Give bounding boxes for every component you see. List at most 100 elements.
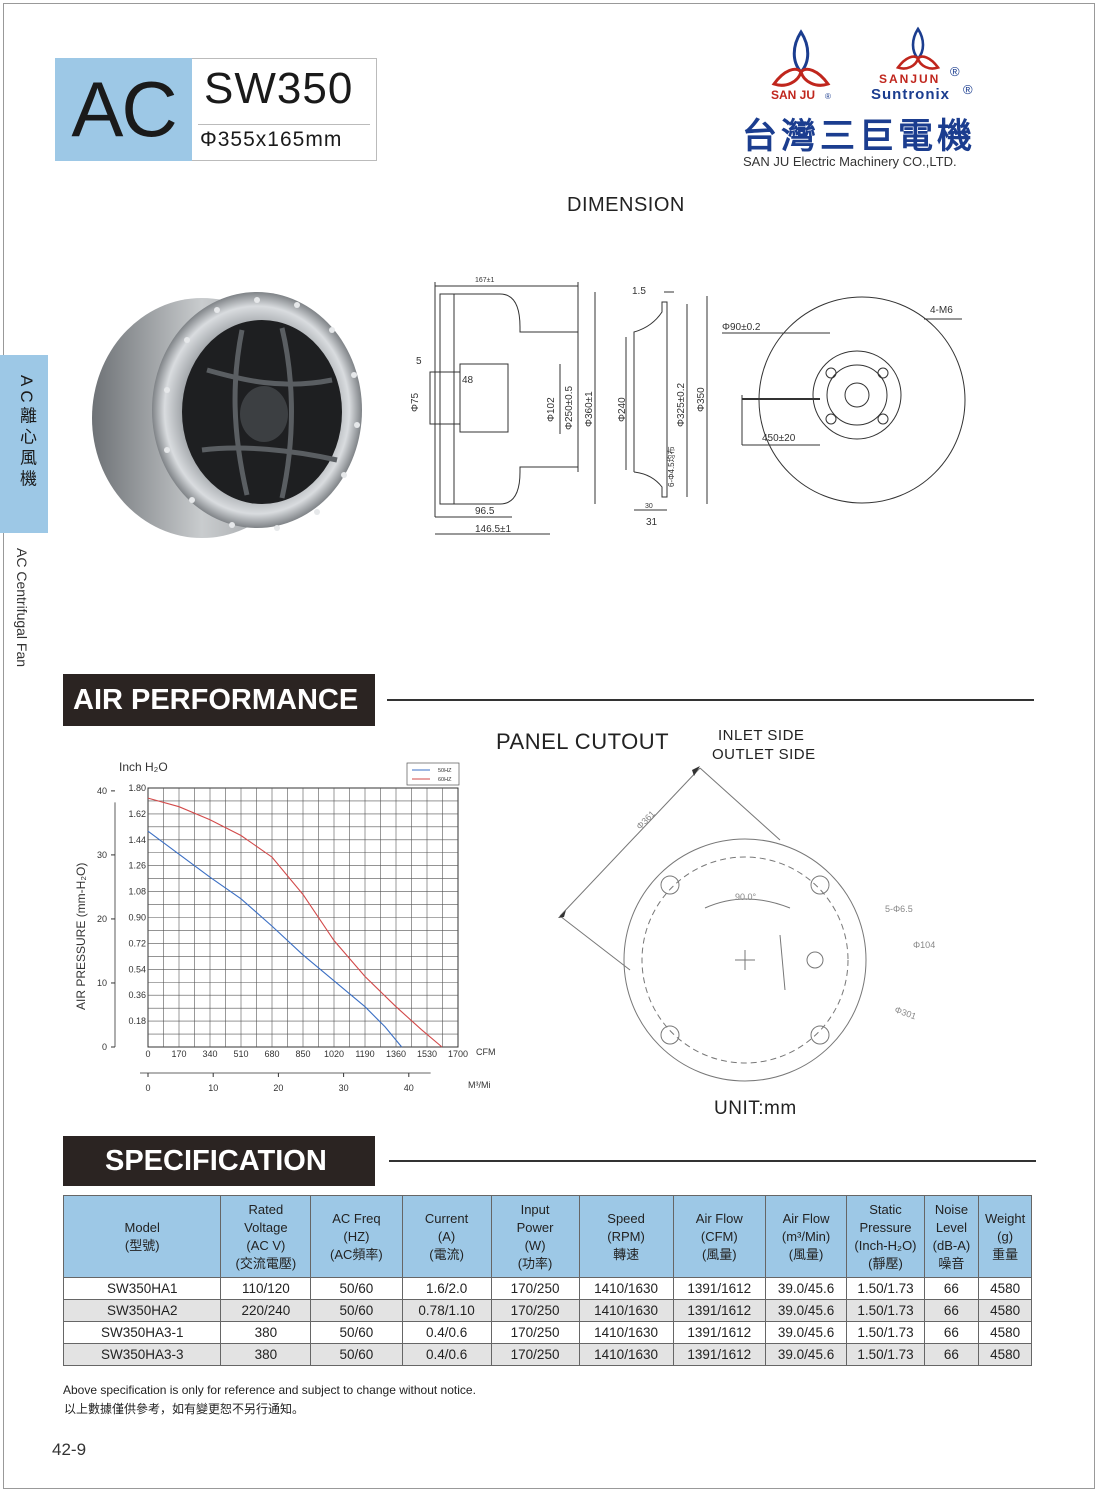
dim-label: 30	[645, 503, 653, 510]
chart-ylabel-secondary: Inch H₂O	[119, 760, 168, 774]
table-cell: 4580	[978, 1277, 1032, 1300]
table-header-cell: Weight(g)重量	[978, 1195, 1032, 1278]
header-line: Power	[516, 1219, 554, 1235]
registered-icon: ®	[963, 82, 973, 97]
table-header-cell: Speed(RPM)轉速	[578, 1195, 674, 1278]
header-line: (CFM)	[700, 1228, 738, 1244]
header-line: (m³/Min)	[781, 1228, 831, 1244]
y-tick-label: 0.72	[128, 938, 146, 948]
x-tick-label: 680	[264, 1049, 279, 1059]
dim-label: Φ350	[696, 387, 707, 412]
chart-xlabel: CFM	[476, 1047, 496, 1057]
dim-label: 48	[462, 375, 474, 386]
table-cell: 220/240	[220, 1299, 312, 1322]
header-line: (風量)	[788, 1246, 824, 1262]
dim-label: Φ325±0.2	[676, 383, 687, 427]
y-tick-label: 1.80	[128, 783, 146, 793]
table-cell: 1.50/1.73	[846, 1343, 925, 1366]
mm-tick-label: 30	[97, 850, 107, 860]
header-line: Current	[424, 1210, 469, 1226]
table-cell: 170/250	[490, 1343, 580, 1366]
table-cell: SW350HA3-1	[62, 1321, 222, 1344]
header-line: (RPM)	[607, 1228, 645, 1244]
page-frame	[3, 3, 1095, 1489]
table-cell: SW350HA1	[62, 1277, 222, 1300]
specification-title: SPECIFICATION	[63, 1136, 375, 1186]
table-cell: 1.50/1.73	[846, 1277, 925, 1300]
dim-label: Φ361	[634, 809, 657, 832]
air-performance-title: AIR PERFORMANCE	[63, 674, 375, 726]
table-cell: 380	[220, 1321, 312, 1344]
sanjun-logo-icon	[895, 26, 941, 70]
header-line: (g)	[997, 1228, 1014, 1244]
series-line-60hz	[147, 797, 443, 1048]
header-line: Air Flow	[695, 1210, 743, 1226]
model-title: SW350	[204, 64, 354, 113]
table-cell: 1.50/1.73	[846, 1299, 925, 1322]
table-header-cell: Air Flow(m³/Min)(風量)	[764, 1195, 848, 1278]
table-cell: 66	[923, 1343, 980, 1366]
table-cell: 66	[923, 1299, 980, 1322]
y-tick-label: 1.62	[128, 809, 146, 819]
header-line: (W)	[524, 1237, 546, 1253]
series-line-50hz	[147, 830, 403, 1048]
table-cell: 1391/1612	[672, 1299, 766, 1322]
table-cell: 66	[923, 1277, 980, 1300]
table-cell: 170/250	[490, 1277, 580, 1300]
table-cell: 0.4/0.6	[401, 1321, 492, 1344]
performance-chart: Inch H₂O AIR PRESSURE (mm-H₂O) CFM M³/Mi…	[74, 760, 496, 1093]
header-line: (靜壓)	[868, 1255, 903, 1271]
header-line: 轉速	[613, 1246, 640, 1262]
table-cell: 1410/1630	[578, 1277, 674, 1300]
header-line: Rated	[248, 1201, 284, 1217]
model-size: Φ355x165mm	[200, 128, 343, 151]
table-cell: 1410/1630	[578, 1299, 674, 1322]
header-line: (功率)	[517, 1255, 553, 1271]
table-cell: 1410/1630	[578, 1321, 674, 1344]
sanjun-logo-text: SANJUN	[879, 72, 941, 86]
profile-view-drawing: 1.5 Φ240 Φ325±0.2 Φ350 6-Φ4.5均布 30 31	[617, 286, 708, 528]
table-cell: 1391/1612	[672, 1277, 766, 1300]
header-line: (交流電壓)	[235, 1255, 297, 1271]
dim-label: 167±1	[475, 277, 495, 284]
header-line: (AC V)	[246, 1237, 286, 1253]
x-tick-label: 1020	[324, 1049, 344, 1059]
table-cell: 1.50/1.73	[846, 1321, 925, 1344]
dim-label: 5-Φ6.5	[885, 904, 913, 914]
table-header-cell: Model(型號)	[62, 1195, 222, 1278]
table-cell: 39.0/45.6	[764, 1321, 848, 1344]
x-tick-label: 0	[145, 1049, 150, 1059]
model-divider	[198, 124, 370, 125]
table-cell: 170/250	[490, 1299, 580, 1322]
dim-label: Φ301	[893, 1004, 917, 1021]
header-line: Static	[869, 1201, 902, 1217]
panel-cutout-title: PANEL CUTOUT	[496, 729, 670, 754]
header-line: Noise	[934, 1201, 969, 1217]
table-cell: 39.0/45.6	[764, 1299, 848, 1322]
header-line: (A)	[437, 1228, 456, 1244]
header-line: (AC頻率)	[330, 1246, 383, 1262]
dim-label: 6-Φ4.5均布	[666, 446, 676, 487]
header-line: Voltage	[244, 1219, 288, 1235]
m3-tick-label: 0	[145, 1083, 150, 1093]
dim-label: Φ240	[617, 397, 628, 422]
header-line: Pressure	[859, 1219, 912, 1235]
table-cell: 110/120	[220, 1277, 312, 1300]
dim-label: Φ104	[913, 940, 935, 950]
dim-label: 31	[646, 517, 658, 528]
table-header-cell: Current(A)(電流)	[401, 1195, 492, 1278]
table-cell: 170/250	[490, 1321, 580, 1344]
header-line: (型號)	[124, 1237, 160, 1253]
header-line: 噪音	[938, 1255, 965, 1271]
header-line: (HZ)	[343, 1228, 370, 1244]
m3-tick-label: 40	[404, 1083, 414, 1093]
fan-photo	[92, 292, 362, 538]
mm-tick-label: 20	[97, 914, 107, 924]
category-en: AC Centrifugal Fan	[14, 548, 30, 668]
mm-tick-label: 40	[97, 786, 107, 796]
